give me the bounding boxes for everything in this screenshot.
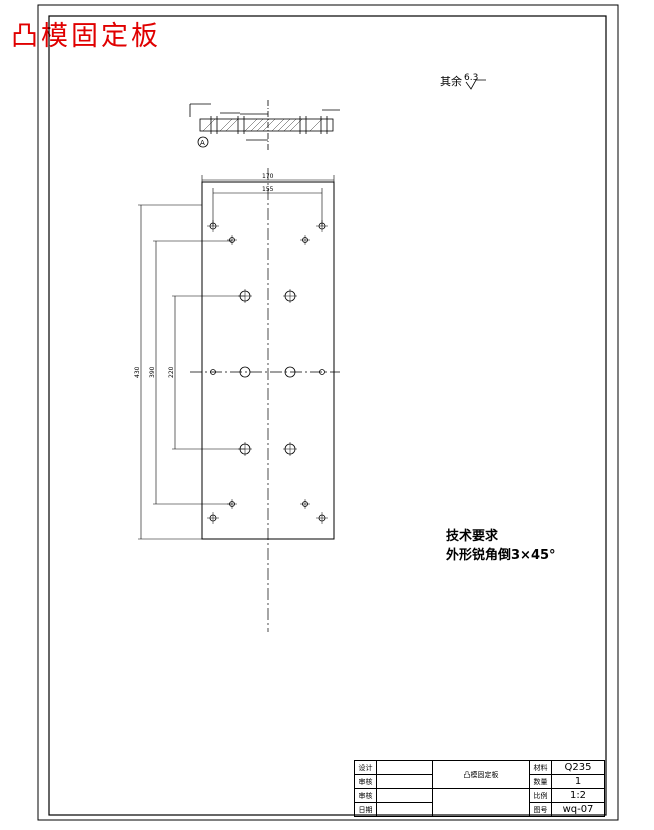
plate-view <box>190 168 340 632</box>
section-hatch <box>202 118 323 132</box>
tb-scale-label: 比例 <box>529 788 552 803</box>
tb-scale-value: 1:2 <box>551 788 605 803</box>
tb-date-value <box>376 802 433 817</box>
section-view <box>189 100 340 150</box>
technical-requirements: 技术要求 外形锐角倒3×45° <box>446 527 556 565</box>
tb-drawn-value <box>376 760 433 775</box>
dim-height-inner: 220 <box>168 366 175 378</box>
surface-finish-value: 6.3 <box>464 73 479 83</box>
hole-crosshairs <box>207 220 328 524</box>
tb-date-label: 日期 <box>354 802 377 817</box>
dim-width-outer: 170 <box>262 173 274 180</box>
surface-finish-label: 其余 <box>440 75 462 88</box>
tb-quantity-value: 1 <box>551 774 605 789</box>
tb-drawn-label: 设计 <box>354 760 377 775</box>
hole <box>284 366 296 378</box>
tb-material-value: Q235 <box>551 760 605 775</box>
tb-drawing-no-value: wq-07 <box>551 802 605 817</box>
hole <box>319 369 325 375</box>
tb-material-label: 材料 <box>529 760 552 775</box>
drawing-title: 凸模固定板 <box>11 21 161 52</box>
hole <box>239 366 251 378</box>
dim-width-inner: 155 <box>262 186 274 193</box>
hole <box>210 369 216 375</box>
tb-quantity-label: 数量 <box>529 774 552 789</box>
tech-requirements-line: 外形锐角倒3×45° <box>446 548 556 563</box>
dim-height-outer: 430 <box>134 366 141 378</box>
tech-requirements-heading: 技术要求 <box>446 529 499 544</box>
section-marker-circle <box>197 136 209 148</box>
sheet-outer-border <box>37 4 619 821</box>
section-marker-text: A <box>200 139 205 147</box>
holes <box>209 222 326 522</box>
tb-part-name: 凸模固定板 <box>432 760 530 789</box>
tb-approved-label: 审核 <box>354 788 377 803</box>
tb-drawing-no-label: 图号 <box>529 802 552 817</box>
dim-height-mid: 390 <box>149 366 156 378</box>
surface-finish-symbol <box>465 79 486 90</box>
tb-checked-value <box>376 774 433 789</box>
tb-approved-value <box>376 788 433 803</box>
tb-blank <box>432 788 530 817</box>
title-block: 设计 凸模固定板 材料 Q235 审核 数量 1 审核 比例 1:2 日期 图号… <box>354 760 605 817</box>
sheet-inner-border <box>48 15 607 816</box>
dimension-lines <box>138 175 335 540</box>
tb-checked-label: 审核 <box>354 774 377 789</box>
